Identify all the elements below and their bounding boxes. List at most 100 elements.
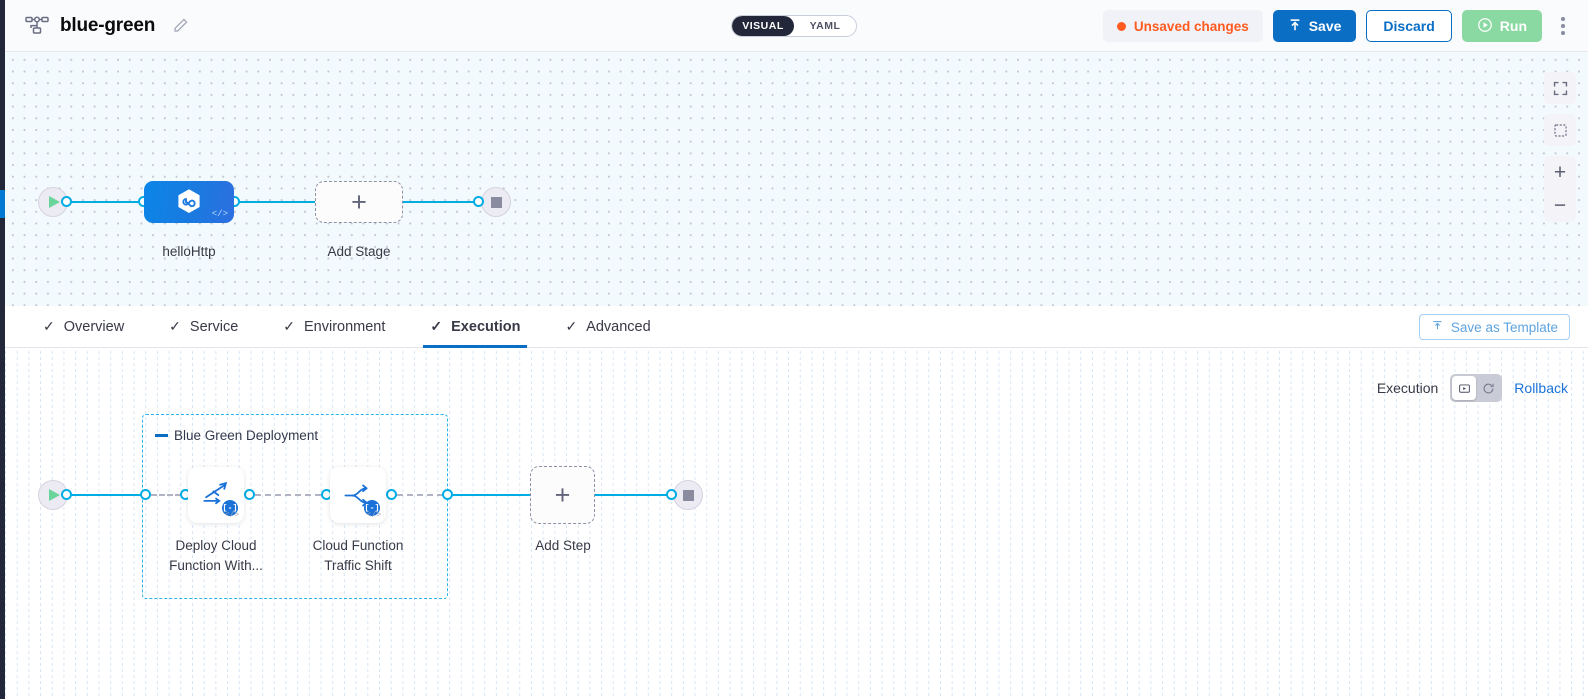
step-group-out-port[interactable] xyxy=(442,489,453,500)
left-nav-rail-active-indicator xyxy=(0,190,5,218)
step-edge-start-to-group xyxy=(67,494,144,496)
run-button[interactable]: Run xyxy=(1461,10,1542,42)
stage-node-label-hellohttp: helloHttp xyxy=(162,244,216,259)
step-start-port[interactable] xyxy=(61,489,72,500)
check-icon: ✓ xyxy=(565,318,578,334)
tab-execution[interactable]: ✓ Execution xyxy=(423,306,528,348)
step-node-cloud-function-traffic-shift[interactable]: [-] </> xyxy=(330,467,386,523)
rollback-link[interactable]: Rollback xyxy=(1514,380,1568,396)
execution-steps-canvas[interactable]: Blue Green Deployment [-] </> Deploy Clo… xyxy=(5,348,1588,699)
step-edge-dashed-2 xyxy=(255,494,321,496)
view-mode-toggle[interactable]: VISUAL YAML xyxy=(731,15,857,37)
deploy-cloud-function-icon xyxy=(203,481,228,504)
step-label-line2: Traffic Shift xyxy=(324,558,392,574)
tab-environment[interactable]: ✓ Environment xyxy=(276,306,392,348)
traffic-split-icon xyxy=(344,484,368,506)
config-tabs: ✓ Overview ✓ Service ✓ Environment ✓ Exe… xyxy=(5,306,1588,348)
step-end-port[interactable] xyxy=(666,489,677,500)
stage-graph-end-node[interactable] xyxy=(481,187,511,217)
app-header: blue-green VISUAL YAML Unsaved changes xyxy=(5,0,1588,52)
stage-group-label: Blue Green Deployment xyxy=(155,428,318,443)
stage-edge-add-to-end xyxy=(403,201,487,203)
step-label-line2: Function With... xyxy=(169,558,263,574)
stage-code-badge: </> xyxy=(211,209,228,219)
step-label-deploy-cloud-function: Deploy Cloud Function With... xyxy=(164,536,268,577)
tab-overview[interactable]: ✓ Overview xyxy=(36,306,131,348)
save-template-icon xyxy=(1431,319,1444,335)
left-nav-rail xyxy=(0,0,5,699)
step-edge-dashed-3 xyxy=(397,494,443,496)
expand-fullscreen-icon[interactable] xyxy=(1544,72,1576,104)
pipeline-graph-icon xyxy=(25,15,49,36)
step-edge-add-to-end xyxy=(595,494,679,496)
collapse-bar-icon[interactable] xyxy=(155,434,168,437)
stage-end-port[interactable] xyxy=(473,196,484,207)
play-start-icon xyxy=(49,489,60,501)
step-edge-group-to-add xyxy=(449,494,531,496)
template-badge-icon: [-] xyxy=(364,500,380,516)
save-button-label: Save xyxy=(1308,18,1342,34)
plus-icon: + xyxy=(554,479,571,510)
view-mode-yaml[interactable]: YAML xyxy=(809,20,841,32)
step-label-line1: Cloud Function xyxy=(312,538,404,553)
step-group-in-port[interactable] xyxy=(140,489,151,500)
template-badge-icon: [-] xyxy=(222,500,238,516)
step-label-cloud-function-traffic-shift: Cloud Function Traffic Shift xyxy=(306,536,410,577)
zoom-in-button[interactable]: + xyxy=(1553,161,1567,184)
pencil-edit-icon[interactable] xyxy=(172,17,189,34)
tab-advanced-label: Advanced xyxy=(586,318,651,335)
step-deploy-out-port[interactable] xyxy=(244,489,255,500)
stage-canvas[interactable]: </> helloHttp + Add Stage xyxy=(5,52,1588,306)
tab-execution-label: Execution xyxy=(451,318,521,335)
step-node-deploy-cloud-function[interactable]: [-] </> xyxy=(188,467,244,523)
check-icon: ✓ xyxy=(430,318,443,334)
tab-overview-label: Overview xyxy=(63,318,125,335)
stage-start-port[interactable] xyxy=(61,196,72,207)
step-code-badge: </> xyxy=(366,511,381,520)
check-icon: ✓ xyxy=(283,318,295,334)
tab-service-label: Service xyxy=(189,318,239,335)
harness-hexagon-icon xyxy=(178,189,200,213)
page-title: blue-green xyxy=(60,14,156,36)
fit-to-screen-icon[interactable] xyxy=(1544,114,1576,146)
execution-rollback-switcher: Execution Rollback xyxy=(1377,373,1568,403)
tab-environment-label: Environment xyxy=(304,318,386,335)
step-edge-dashed-1 xyxy=(151,494,181,496)
kebab-menu-icon[interactable] xyxy=(1552,10,1574,42)
stage-edge-hellohttp-to-add xyxy=(234,201,316,203)
tab-advanced[interactable]: ✓ Advanced xyxy=(558,306,657,348)
run-button-label: Run xyxy=(1499,18,1527,34)
execution-rollback-toggle[interactable] xyxy=(1450,374,1503,402)
stop-end-icon xyxy=(682,489,694,501)
save-button[interactable]: Save xyxy=(1272,10,1357,42)
zoom-controls-group: + − xyxy=(1544,156,1576,222)
step-graph-end-node[interactable] xyxy=(673,480,703,510)
check-icon: ✓ xyxy=(43,318,55,334)
tab-service[interactable]: ✓ Service xyxy=(162,306,245,348)
play-circle-icon xyxy=(1477,17,1493,36)
execution-play-box-icon[interactable] xyxy=(1452,376,1477,400)
step-traffic-out-port[interactable] xyxy=(386,489,397,500)
view-mode-visual[interactable]: VISUAL xyxy=(732,16,794,36)
step-code-badge: </> xyxy=(224,511,239,520)
add-step-label: Add Step xyxy=(535,538,591,553)
execution-label: Execution xyxy=(1376,380,1439,396)
zoom-out-button[interactable]: − xyxy=(1553,194,1567,217)
unsaved-changes-badge: Unsaved changes xyxy=(1102,10,1263,42)
add-stage-button[interactable]: + xyxy=(315,181,403,223)
save-as-template-label: Save as Template xyxy=(1450,319,1558,335)
stage-edge-start-to-hellohttp xyxy=(67,201,143,203)
add-step-button[interactable]: + xyxy=(530,466,595,524)
header-actions: Unsaved changes Save Discard Run xyxy=(1102,0,1574,52)
unsaved-changes-label: Unsaved changes xyxy=(1133,18,1249,34)
add-stage-label: Add Stage xyxy=(327,244,391,259)
save-as-template-button[interactable]: Save as Template xyxy=(1418,314,1570,340)
discard-button[interactable]: Discard xyxy=(1366,10,1452,42)
stop-end-icon xyxy=(490,196,502,208)
header-left-group: blue-green xyxy=(25,15,189,37)
stage-node-hellohttp[interactable]: </> xyxy=(144,181,234,223)
unsaved-dot-icon xyxy=(1116,21,1126,31)
stage-group-blue-green-deployment[interactable] xyxy=(142,414,448,599)
rollback-clock-icon[interactable] xyxy=(1476,376,1500,400)
plus-icon: + xyxy=(351,186,367,217)
